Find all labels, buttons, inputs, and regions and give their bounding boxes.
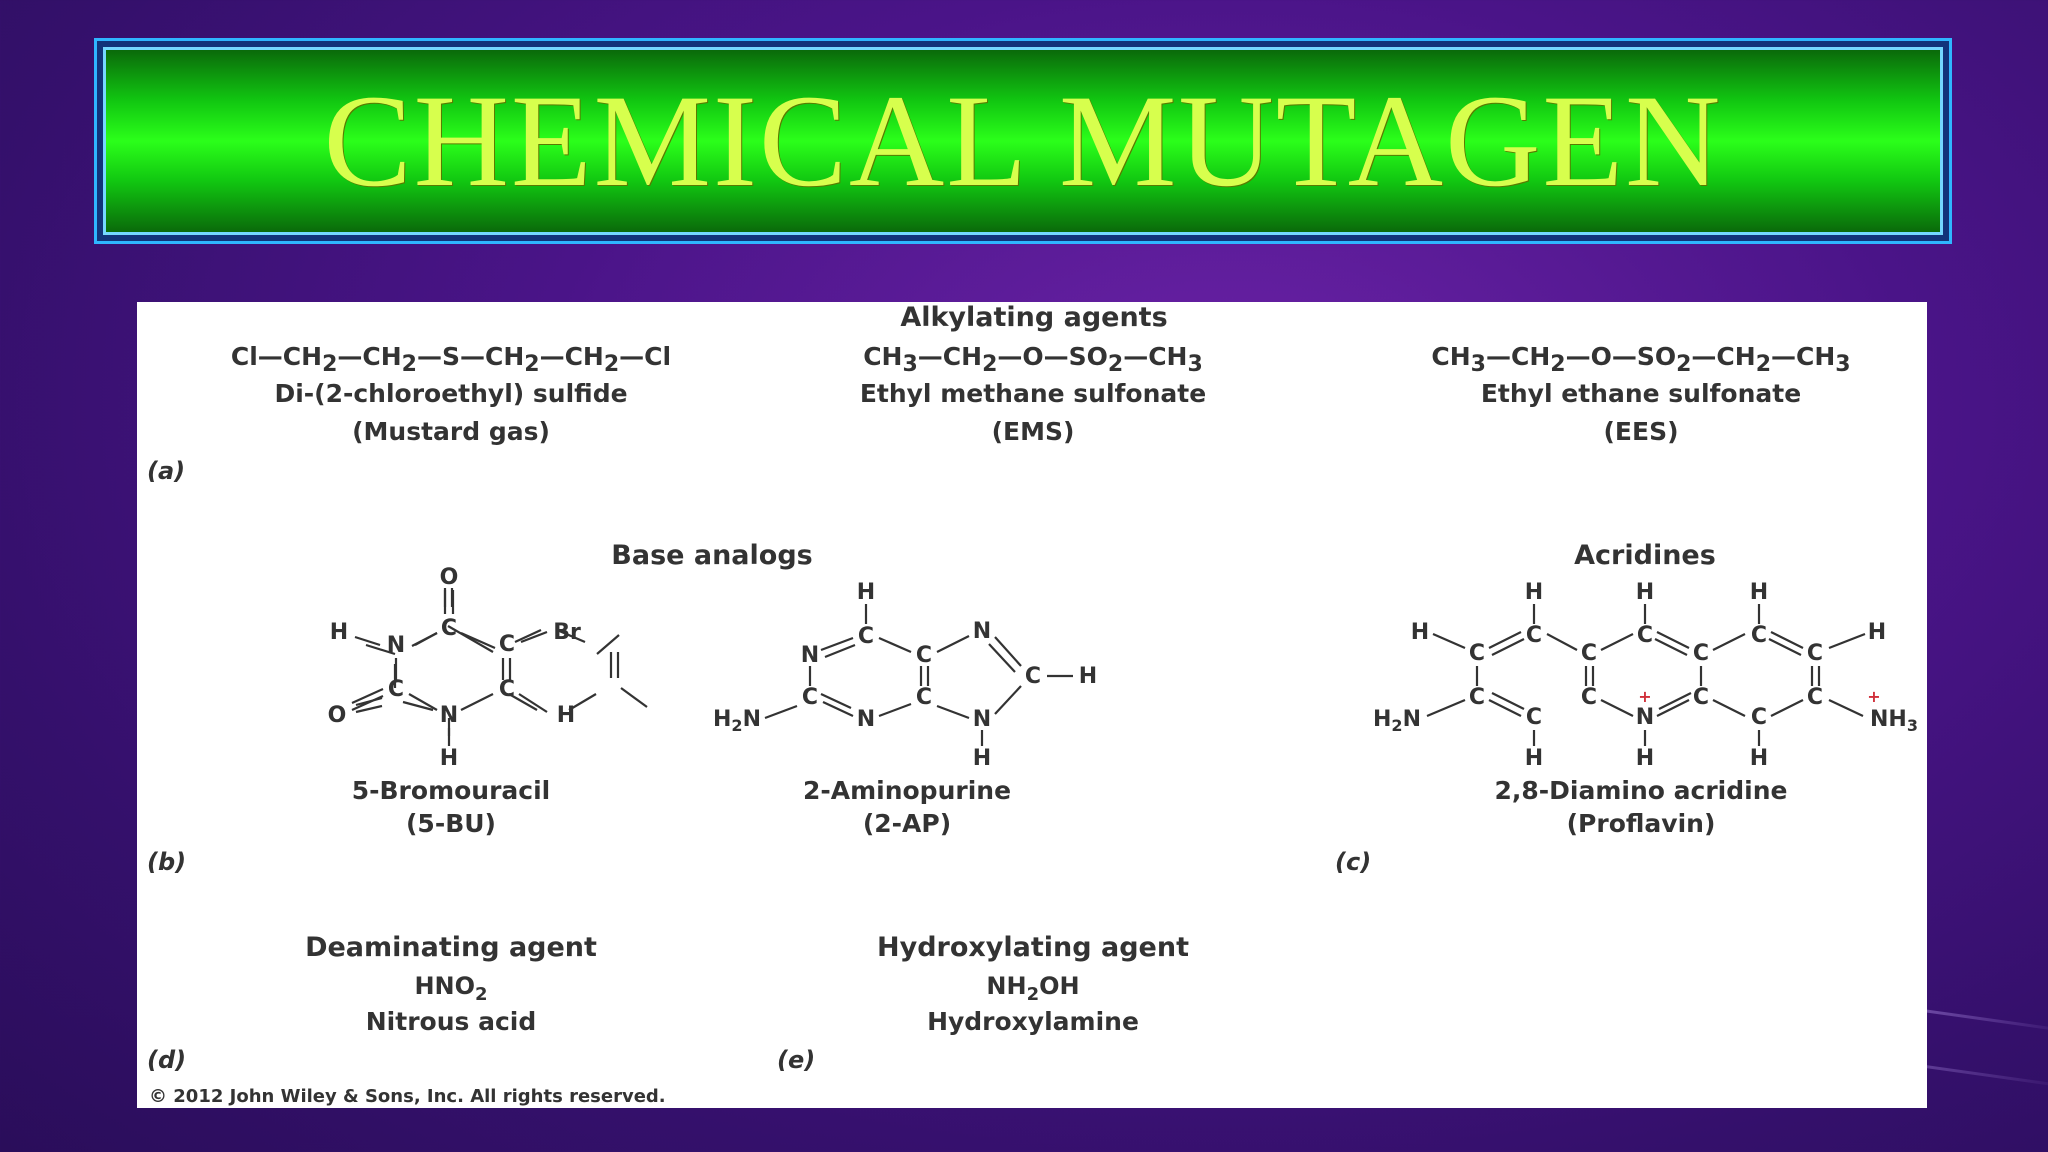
panel-label-c: (c) <box>1335 848 1371 876</box>
svg-text:H: H <box>1636 580 1654 605</box>
svg-text:+: + <box>1638 687 1651 706</box>
svg-text:H: H <box>1750 580 1768 605</box>
atom-n: N <box>440 703 458 728</box>
svg-text:H2N: H2N <box>1373 707 1421 735</box>
ees-name: Ethyl ethane sulfonate <box>1481 379 1801 408</box>
5-bu-alias: (5-BU) <box>406 809 496 838</box>
2-ap-alias: (2-AP) <box>863 809 951 838</box>
copyright-notice: © 2012 John Wiley & Sons, Inc. All right… <box>149 1086 666 1107</box>
atom-h2n: H2N <box>713 707 761 735</box>
svg-text:C: C <box>1807 685 1823 710</box>
mutagen-figure: Alkylating agents Cl—CH2—CH2—S—CH2—CH2—C… <box>137 302 1927 1108</box>
mustard-gas-formula: Cl—CH2—CH2—S—CH2—CH2—Cl <box>231 342 671 377</box>
atom-o: O <box>328 703 347 728</box>
panel-label-d: (d) <box>147 1046 186 1074</box>
proflavin-alias: (Proflavin) <box>1567 809 1716 838</box>
hydroxylamine-name: Hydroxylamine <box>927 1007 1139 1036</box>
atom-h: H <box>557 703 575 728</box>
proflavin-name: 2,8-Diamino acridine <box>1495 776 1788 805</box>
base-analogs-heading: Base analogs <box>611 540 812 571</box>
nh2oh-formula: NH2OH <box>986 972 1079 1005</box>
ems-name: Ethyl methane sulfonate <box>860 379 1206 408</box>
svg-text:C: C <box>1581 641 1597 666</box>
ees-alias: (EES) <box>1603 417 1678 446</box>
ems-formula: CH3—CH2—O—SO2—CH3 <box>863 342 1203 377</box>
svg-text:C: C <box>1581 685 1597 710</box>
acridines-heading: Acridines <box>1574 540 1716 571</box>
atom-h: H <box>1079 664 1097 689</box>
mustard-gas-name: Di-(2-chloroethyl) sulfide <box>274 379 627 408</box>
ems-alias: (EMS) <box>992 417 1075 446</box>
svg-text:N: N <box>1636 705 1654 730</box>
svg-text:H: H <box>1750 746 1768 771</box>
svg-text:H: H <box>1636 746 1654 771</box>
svg-text:C: C <box>1526 623 1542 648</box>
atom-c: C <box>916 685 932 710</box>
alkylating-heading: Alkylating agents <box>900 302 1167 333</box>
2-aminopurine-bonds <box>764 604 1073 746</box>
title-banner: CHEMICAL MUTAGEN <box>94 38 1952 244</box>
svg-text:H: H <box>1411 620 1429 645</box>
svg-text:C: C <box>1807 641 1823 666</box>
title-banner-inner: CHEMICAL MUTAGEN <box>103 47 1943 235</box>
panel-label-b: (b) <box>147 848 186 876</box>
atom-h: H <box>973 746 991 771</box>
svg-text:H: H <box>1525 580 1543 605</box>
atom-c: C <box>441 616 457 641</box>
nitrous-acid-name: Nitrous acid <box>366 1007 536 1036</box>
2-ap-name: 2-Aminopurine <box>803 776 1011 805</box>
atom-c: C <box>916 643 932 668</box>
svg-text:H: H <box>1868 620 1886 645</box>
proflavin-structure: H H H H H C C C C C C C C C C N + C C C … <box>1373 580 1918 771</box>
panel-label-a: (a) <box>147 457 185 485</box>
svg-text:C: C <box>1751 623 1767 648</box>
svg-text:C: C <box>1469 641 1485 666</box>
hno2-formula: HNO2 <box>414 972 487 1005</box>
atom-c: C <box>388 677 404 702</box>
atom-h: H <box>440 746 458 771</box>
svg-text:C: C <box>1469 685 1485 710</box>
svg-text:C: C <box>1637 623 1653 648</box>
svg-text:C: C <box>1751 705 1767 730</box>
atom-br: Br <box>553 620 581 645</box>
panel-label-e: (e) <box>777 1046 815 1074</box>
atom-n: N <box>857 707 875 732</box>
mutagen-diagram: Alkylating agents Cl—CH2—CH2—S—CH2—CH2—C… <box>147 302 1918 1107</box>
slide-title: CHEMICAL MUTAGEN <box>323 67 1723 214</box>
5-bromouracil-structure <box>355 588 648 736</box>
mustard-gas-alias: (Mustard gas) <box>352 417 550 446</box>
svg-text:+: + <box>1867 687 1880 706</box>
atom-n: N <box>973 619 991 644</box>
atom-o: O <box>440 565 459 590</box>
ees-formula: CH3—CH2—O—SO2—CH2—CH3 <box>1431 342 1850 377</box>
svg-text:C: C <box>1693 685 1709 710</box>
atom-n: N <box>973 707 991 732</box>
atom-c: C <box>499 632 515 657</box>
svg-text:C: C <box>1693 641 1709 666</box>
svg-text:NH3: NH3 <box>1870 707 1918 735</box>
atom-n: N <box>801 643 819 668</box>
5-bromouracil-bonds <box>351 590 548 746</box>
atom-c: C <box>858 624 874 649</box>
atom-c: C <box>802 685 818 710</box>
atom-h: H <box>330 620 348 645</box>
atom-c: C <box>1025 664 1041 689</box>
svg-text:C: C <box>1526 705 1542 730</box>
hydroxylating-heading: Hydroxylating agent <box>877 932 1189 963</box>
atom-c: C <box>499 677 515 702</box>
atom-n: N <box>387 633 405 658</box>
atom-h: H <box>857 580 875 605</box>
deaminating-heading: Deaminating agent <box>305 932 597 963</box>
5-bu-name: 5-Bromouracil <box>352 776 551 805</box>
svg-text:H: H <box>1525 746 1543 771</box>
